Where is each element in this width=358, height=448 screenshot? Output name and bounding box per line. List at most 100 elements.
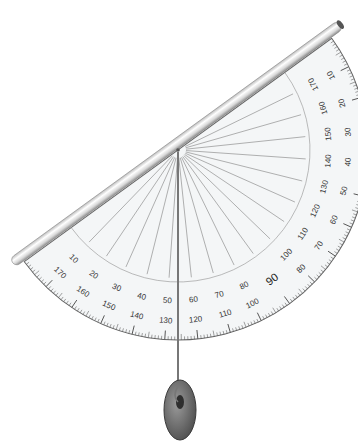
degree-tick xyxy=(314,277,317,280)
spoke-line xyxy=(184,143,270,251)
degree-tick xyxy=(262,316,264,319)
degree-tick xyxy=(30,267,33,269)
scale-number: 150 xyxy=(324,127,333,141)
degree-tick xyxy=(334,251,337,254)
degree-tick xyxy=(340,242,343,245)
degree-tick xyxy=(211,331,216,337)
degree-tick xyxy=(355,90,358,93)
degree-tick xyxy=(203,335,206,338)
degree-tick xyxy=(268,313,270,316)
protractor-body xyxy=(24,38,358,415)
degree-tick xyxy=(352,216,355,219)
scale-number: 140 xyxy=(324,154,333,168)
degree-tick xyxy=(114,324,120,330)
degree-tick xyxy=(68,303,71,306)
degree-tick xyxy=(352,95,358,102)
degree-tick xyxy=(353,84,356,87)
degree-tick xyxy=(356,94,358,97)
degree-tick xyxy=(343,237,346,240)
degree-tick xyxy=(74,306,77,309)
degree-tick xyxy=(103,322,106,325)
degree-tick xyxy=(256,319,259,322)
degree-tick xyxy=(118,327,122,330)
degree-tick xyxy=(295,295,297,298)
degree-tick xyxy=(137,332,140,335)
degree-tick xyxy=(331,256,334,259)
degree-tick xyxy=(128,330,131,333)
degree-tick xyxy=(343,221,351,230)
degree-tick xyxy=(45,280,53,286)
degree-tick xyxy=(146,332,152,338)
degree-tick xyxy=(308,284,310,287)
degree-tick xyxy=(199,335,202,338)
degree-tick xyxy=(340,55,343,57)
degree-tick xyxy=(298,293,300,296)
degree-tick xyxy=(150,335,153,338)
degree-tick xyxy=(84,311,90,316)
degree-tick xyxy=(34,271,39,275)
degree-tick xyxy=(50,289,53,292)
degree-tick xyxy=(186,336,189,339)
degree-tick xyxy=(238,326,241,329)
degree-tick xyxy=(37,275,40,277)
degree-tick xyxy=(216,332,219,335)
degree-tick xyxy=(303,288,305,291)
degree-tick xyxy=(161,331,170,340)
degree-tick xyxy=(178,334,184,340)
degree-tick xyxy=(285,303,287,306)
degree-tick xyxy=(58,293,64,298)
degree-tick xyxy=(333,44,336,46)
degree-tick xyxy=(209,334,212,337)
degree-tick xyxy=(70,300,79,307)
degree-tick xyxy=(39,277,42,279)
degree-tick xyxy=(350,81,356,86)
degree-tick xyxy=(219,332,222,335)
degree-tick xyxy=(134,332,137,335)
degree-tick xyxy=(60,297,63,300)
degree-tick xyxy=(272,308,276,313)
scale-number: 50 xyxy=(163,296,172,305)
degree-tick xyxy=(299,289,303,294)
spoke-line xyxy=(130,158,240,277)
degree-tick xyxy=(26,262,29,264)
degree-tick xyxy=(166,336,169,339)
degree-tick xyxy=(121,328,124,331)
degree-tick xyxy=(241,325,244,328)
degree-tick xyxy=(77,308,80,311)
degree-tick xyxy=(265,315,267,318)
scale-number: 60 xyxy=(189,296,199,305)
scale-number: 30 xyxy=(344,127,353,137)
degree-tick xyxy=(279,306,281,309)
degree-tick xyxy=(112,325,115,328)
degree-tick xyxy=(347,228,350,231)
degree-tick xyxy=(346,231,349,234)
degree-tick xyxy=(129,326,138,335)
degree-tick xyxy=(354,87,357,90)
string xyxy=(177,152,179,388)
degree-tick xyxy=(355,206,358,210)
spoke-line xyxy=(185,118,295,237)
degree-tick xyxy=(282,305,284,308)
degree-tick xyxy=(41,280,44,282)
spoke-line xyxy=(91,157,210,267)
degree-tick xyxy=(317,274,320,277)
degree-tick xyxy=(232,328,235,331)
protractor xyxy=(10,19,358,421)
degree-tick xyxy=(193,330,201,339)
degree-tick xyxy=(334,46,337,48)
degree-tick xyxy=(277,308,279,311)
degree-tick xyxy=(53,291,56,294)
degree-tick xyxy=(344,63,347,65)
degree-tick xyxy=(350,75,353,78)
degree-tick xyxy=(290,299,292,302)
degree-tick xyxy=(94,318,97,321)
degree-tick xyxy=(55,293,58,296)
degree-tick xyxy=(343,60,346,62)
degree-tick xyxy=(98,315,107,323)
degree-tick xyxy=(351,219,354,222)
degree-tick xyxy=(160,336,163,339)
degree-tick xyxy=(79,310,82,313)
degree-tick xyxy=(173,336,176,339)
